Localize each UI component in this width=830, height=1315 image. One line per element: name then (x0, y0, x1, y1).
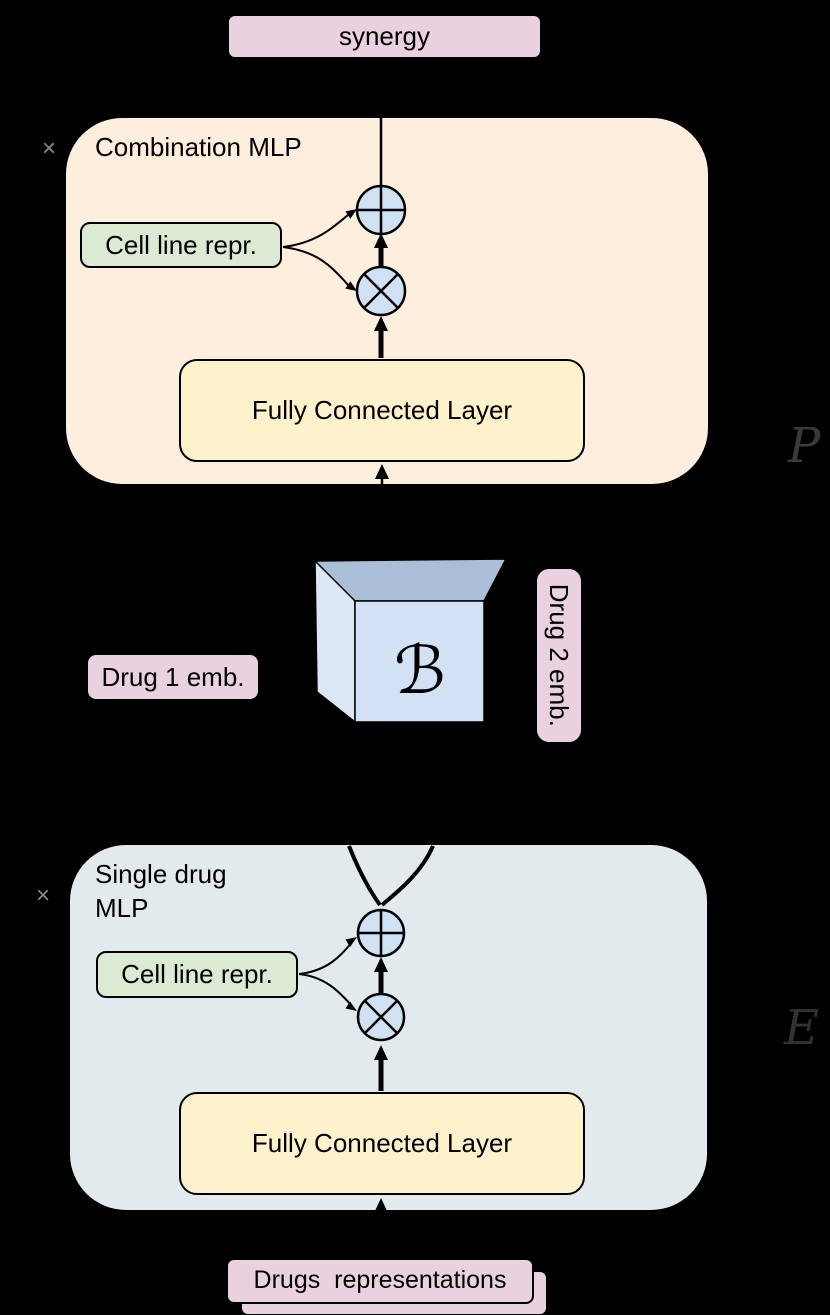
fully-connected-layer-label-top: Fully Connected Layer (251, 395, 513, 426)
multiply-symbol-bottom: × (36, 882, 51, 909)
single-drug-mlp-title: Single drug MLP (95, 858, 227, 926)
drugs-representations-label: Drugs representations (253, 1266, 507, 1295)
cell-line-repr-box-top: Cell line repr. (80, 222, 282, 268)
single-drug-mlp-title-line1: Single drug (95, 859, 227, 889)
single-drug-mlp-title-line2: MLP (95, 892, 149, 923)
drugs-representations-box: Drugs representations (226, 1258, 534, 1304)
drug1-embedding-label: Drug 1 emb. (101, 661, 245, 692)
synergy-box: synergy (227, 14, 542, 59)
tensor-symbol: ℬ (394, 632, 446, 709)
drug2-embedding-box: Drug 2 emb. (537, 569, 581, 742)
fully-connected-layer-box-top: Fully Connected Layer (179, 359, 585, 462)
tensor-cube: ℬ (314, 558, 507, 723)
cell-line-repr-label-top: Cell line repr. (105, 229, 257, 260)
multiply-symbol-top: × (42, 135, 57, 162)
cell-line-repr-box-bottom: Cell line repr. (96, 951, 298, 998)
combination-mlp-title: Combination MLP (95, 132, 302, 162)
output-symbol-e: E (784, 1000, 820, 1056)
tensor-cube-front-face (354, 600, 485, 723)
drug1-embedding-box: Drug 1 emb. (88, 655, 258, 699)
output-symbol-p: P (788, 418, 821, 474)
fully-connected-layer-box-bottom: Fully Connected Layer (179, 1092, 585, 1195)
tensor-cube-left-face (314, 560, 356, 723)
cell-line-repr-label-bottom: Cell line repr. (121, 959, 273, 990)
fully-connected-layer-label-bottom: Fully Connected Layer (251, 1128, 513, 1159)
tensor-cube-top-face (314, 558, 507, 602)
synergy-label: synergy (338, 21, 431, 52)
drug2-embedding-label: Drug 2 emb. (544, 583, 575, 728)
